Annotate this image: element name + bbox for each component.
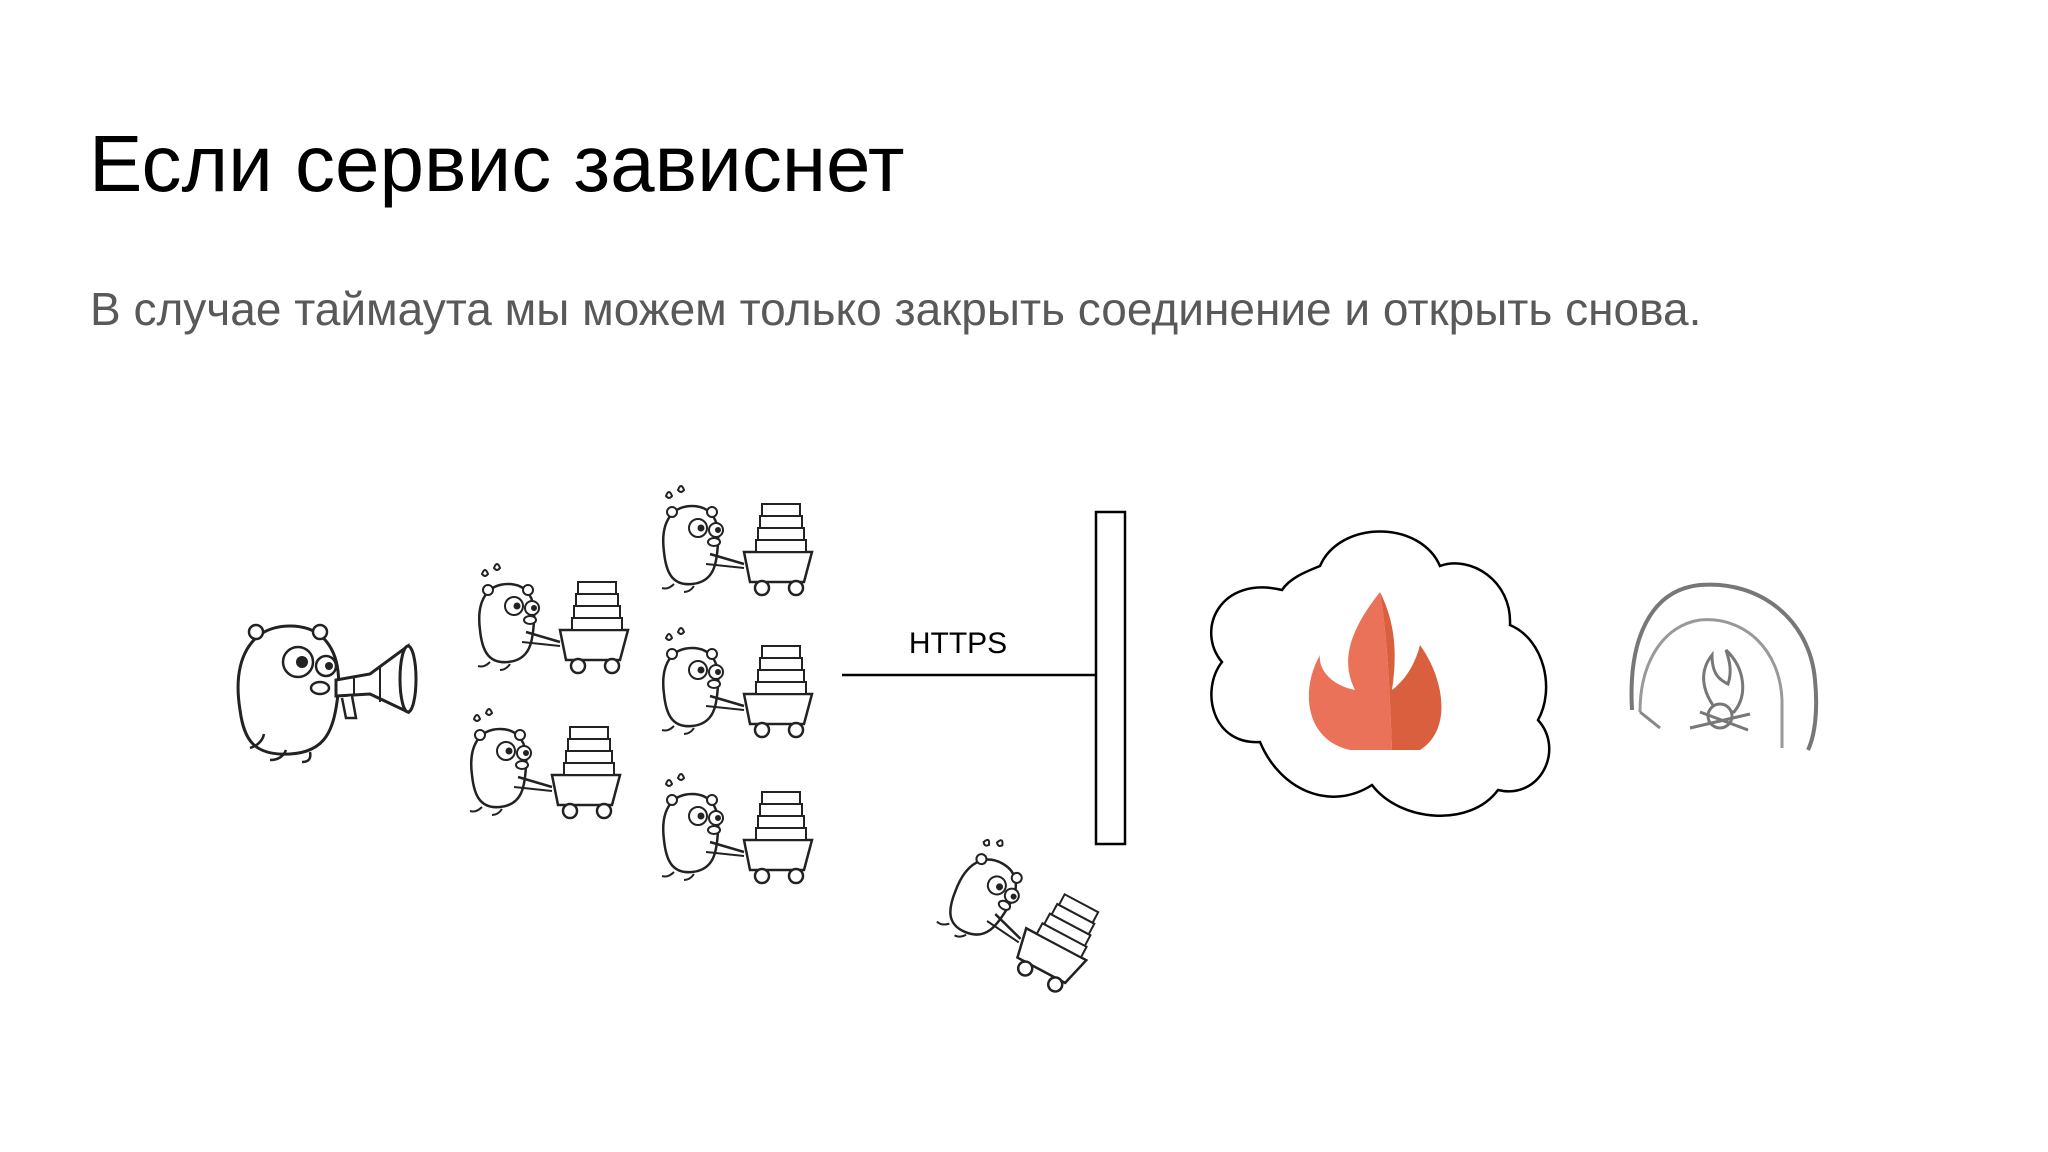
flame-icon [1308,592,1442,750]
gopher-cart-icon [932,830,1119,1000]
gopher-megaphone-icon [236,623,418,764]
connection-label: HTTPS [909,627,1007,660]
gopher-cart-icon [660,626,814,739]
slide-title: Если сервис зависнет [89,119,905,208]
slide-subtitle: В случае таймаута мы можем только закрыт… [90,283,1702,335]
wall [1094,510,1127,846]
gopher-cart-icon [660,772,814,885]
hut-with-fire-icon [1629,582,1819,751]
gopher-cart-icon [468,707,622,820]
gopher-cart-icon [660,484,814,597]
gopher-cart-icon [476,562,630,675]
